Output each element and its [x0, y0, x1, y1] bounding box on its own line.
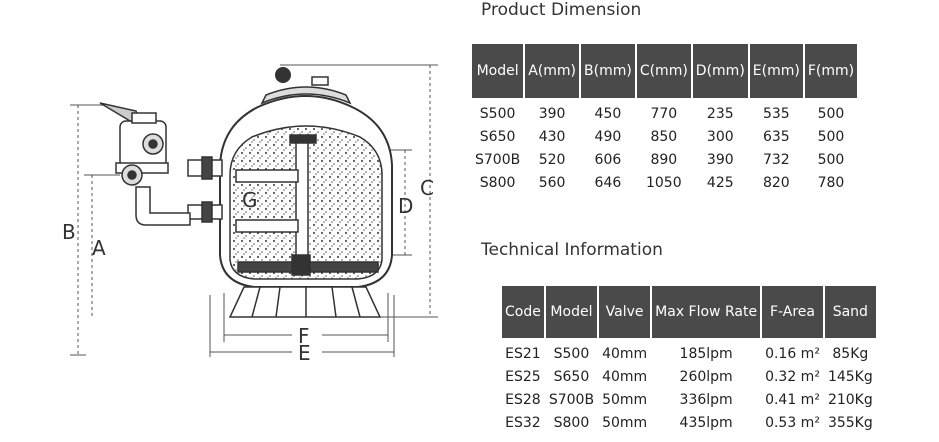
table-cell: 890: [650, 151, 678, 168]
header-b: B(mm): [581, 44, 635, 98]
table-row: S650 430 490 850 300 635 500: [472, 125, 857, 148]
table-cell: 85Kg: [832, 345, 869, 362]
table-cell: ES28: [505, 391, 541, 408]
table-cell: 390: [706, 151, 734, 168]
table-cell: 300: [706, 128, 734, 145]
table-cell: 500: [817, 105, 845, 122]
table-cell: 0.41 m²: [765, 391, 820, 408]
table-cell: 646: [594, 174, 622, 191]
table-cell: 435lpm: [679, 414, 733, 431]
header-f: F(mm): [804, 44, 858, 98]
table-cell: 425: [706, 174, 734, 191]
table-cell: 520: [538, 151, 566, 168]
table-cell: 606: [594, 151, 622, 168]
header-a: A(mm): [525, 44, 579, 98]
table-cell: S650: [553, 368, 590, 385]
table-cell: 0.32 m²: [765, 368, 820, 385]
table-cell: S500: [553, 345, 590, 362]
label-a: A: [92, 236, 106, 260]
product-dimension-title: Product Dimension: [481, 0, 642, 20]
table-cell: 0.53 m²: [765, 414, 820, 431]
header-f-area: F-Area: [762, 286, 823, 338]
table-cell: 50mm: [602, 391, 648, 408]
header-max-flow-rate: Max Flow Rate: [652, 286, 761, 338]
technical-information-title: Technical Information: [481, 240, 663, 260]
table-cell: 780: [817, 174, 845, 191]
table-cell: 535: [762, 105, 790, 122]
label-f: F: [298, 324, 310, 348]
table-cell: ES32: [505, 414, 541, 431]
header-model: Model: [545, 286, 598, 338]
table-cell: 1050: [645, 174, 682, 191]
table-cell: 490: [594, 128, 622, 145]
table-cell: S650: [479, 128, 516, 145]
label-c: C: [420, 176, 434, 200]
product-dimension-table: Model A(mm) B(mm) C(mm) D(mm) E(mm) F(mm…: [470, 44, 859, 194]
table-cell: 732: [762, 151, 790, 168]
table-cell: 50mm: [602, 414, 648, 431]
table-cell: 0.16 m²: [765, 345, 820, 362]
table-cell: 450: [594, 105, 622, 122]
table-cell: S700B: [475, 151, 521, 168]
table-cell: 390: [538, 105, 566, 122]
header-code: Code: [502, 286, 544, 338]
table-cell: 560: [538, 174, 566, 191]
header-e: E(mm): [749, 44, 803, 98]
table-cell: 40mm: [602, 368, 648, 385]
label-g: G: [242, 188, 258, 212]
technical-information-table: Code Model Valve Max Flow Rate F-Area Sa…: [500, 286, 878, 434]
table-cell: S800: [479, 174, 516, 191]
table-row: ES32 S800 50mm 435lpm 0.53 m² 355Kg: [502, 411, 876, 434]
table-cell: 235: [706, 105, 734, 122]
table-cell: 210Kg: [827, 391, 873, 408]
table-cell: 145Kg: [827, 368, 873, 385]
table-row: S800 560 646 1050 425 820 780: [472, 171, 857, 194]
table-header-row: Model A(mm) B(mm) C(mm) D(mm) E(mm) F(mm…: [472, 44, 858, 98]
table-cell: 850: [650, 128, 678, 145]
label-d: D: [398, 194, 413, 218]
table-cell: 770: [650, 105, 678, 122]
header-sand: Sand: [824, 286, 876, 338]
table-row: ES28 S700B 50mm 336lpm 0.41 m² 210Kg: [502, 388, 876, 411]
table-header-row: Code Model Valve Max Flow Rate F-Area Sa…: [502, 286, 876, 338]
sand-filter-diagram: B A C D G F E: [62, 64, 438, 365]
table-cell: 820: [762, 174, 790, 191]
table-cell: ES21: [505, 345, 541, 362]
table-cell: 185lpm: [679, 345, 733, 362]
table-cell: 635: [762, 128, 790, 145]
table-row: S500 390 450 770 235 535 500: [472, 98, 857, 125]
header-c: C(mm): [636, 44, 691, 98]
table-cell: ES25: [505, 368, 541, 385]
header-d: D(mm): [692, 44, 748, 98]
table-cell: 430: [538, 128, 566, 145]
label-e: E: [298, 341, 311, 365]
table-row: ES21 S500 40mm 185lpm 0.16 m² 85Kg: [502, 338, 876, 365]
table-cell: 40mm: [602, 345, 648, 362]
label-b: B: [62, 220, 76, 244]
table-cell: 336lpm: [679, 391, 733, 408]
table-cell: 500: [817, 151, 845, 168]
table-cell: 500: [817, 128, 845, 145]
table-cell: 355Kg: [827, 414, 873, 431]
table-cell: S800: [553, 414, 590, 431]
table-cell: S500: [479, 105, 516, 122]
table-row: ES25 S650 40mm 260lpm 0.32 m² 145Kg: [502, 365, 876, 388]
header-model: Model: [472, 44, 524, 98]
table-cell: S700B: [548, 391, 595, 408]
header-valve: Valve: [599, 286, 651, 338]
table-row: S700B 520 606 890 390 732 500: [472, 148, 857, 171]
table-cell: 260lpm: [679, 368, 733, 385]
